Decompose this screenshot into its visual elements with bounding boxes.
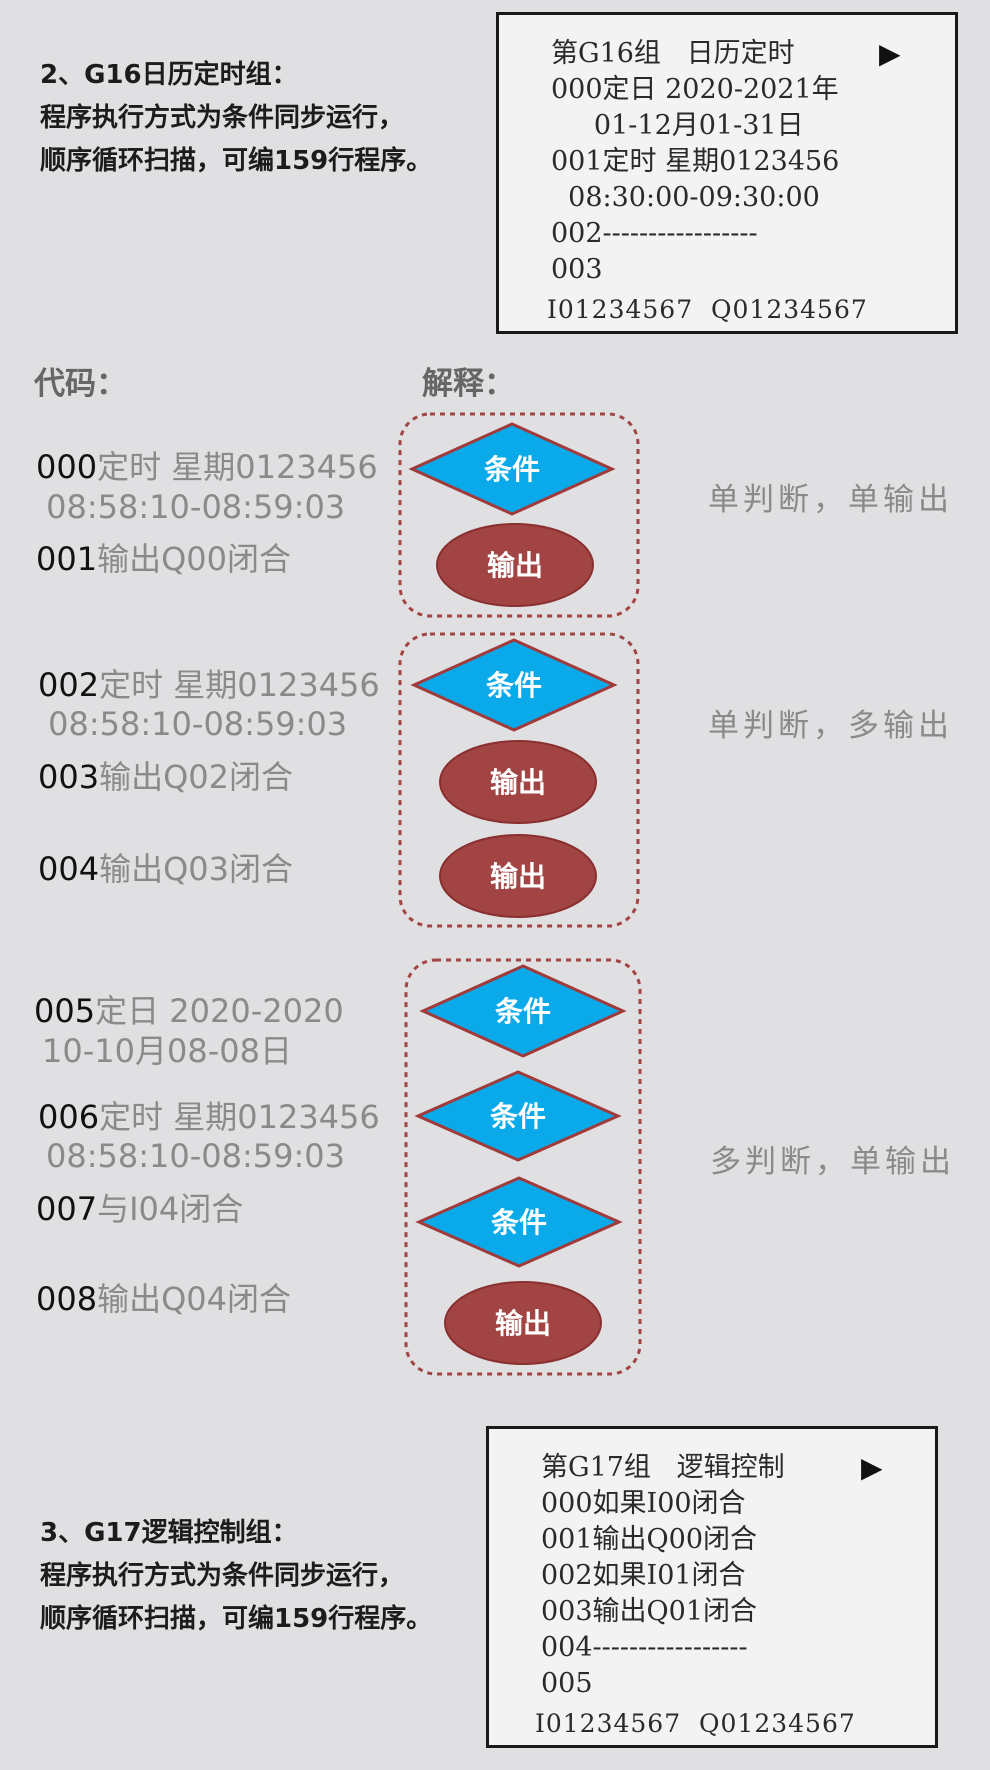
g17-intro-line-2: 顺序循环扫描，可编159行程序。 xyxy=(40,1604,433,1634)
code-line-004: 004输出Q03闭合 xyxy=(38,850,293,888)
lcd-line: 001输出Q00闭合 xyxy=(541,1524,758,1555)
condition-diamond: 条件 xyxy=(410,638,618,732)
group-description: 多判断，单输出 xyxy=(710,1144,955,1180)
group-box xyxy=(398,632,640,928)
code-line-001: 001输出Q00闭合 xyxy=(36,540,291,578)
code-number: 006 xyxy=(38,1098,100,1136)
lcd-line: 第G16组 日历定时 xyxy=(551,38,795,69)
code-line-008: 008输出Q04闭合 xyxy=(36,1280,291,1318)
condition-diamond: 条件 xyxy=(408,422,616,516)
group-description: 单判断，多输出 xyxy=(708,708,953,744)
code-number: 008 xyxy=(36,1280,98,1318)
lcd-line: 002如果I01闭合 xyxy=(541,1560,746,1591)
output-ellipse: 输出 xyxy=(439,834,597,918)
g16-intro-line-1: 程序执行方式为条件同步运行， xyxy=(40,103,405,133)
lcd-line: 004----------------- xyxy=(541,1632,748,1663)
code-line-007: 007与I04闭合 xyxy=(36,1190,243,1228)
lcd-line: 001定时 星期0123456 xyxy=(551,146,840,177)
code-text: 与I04闭合 xyxy=(97,1190,244,1228)
output-label: 输出 xyxy=(487,549,543,582)
code-line-002: 002定时 星期0123456 xyxy=(38,666,380,704)
output-ellipse: 输出 xyxy=(436,523,594,607)
lcd-line: 003 xyxy=(551,254,603,285)
lcd-line: 08:30:00-09:30:00 xyxy=(551,182,820,213)
g16-intro: 2、G16日历定时组： 程序执行方式为条件同步运行， 顺序循环扫描，可编159行… xyxy=(40,54,432,183)
lcd-line: 002----------------- xyxy=(551,218,758,249)
code-text: 输出Q04闭合 xyxy=(97,1280,291,1318)
code-line-006: 006定时 星期0123456 xyxy=(38,1098,380,1136)
code-number: 005 xyxy=(34,992,96,1030)
code-text: 输出Q00闭合 xyxy=(97,540,291,578)
code-number: 003 xyxy=(38,758,100,796)
condition-label: 条件 xyxy=(495,995,551,1028)
code-line-005: 005定日 2020-2020 xyxy=(34,992,344,1030)
condition-diamond: 条件 xyxy=(414,1070,622,1162)
g17-intro-title: 3、G17逻辑控制组： xyxy=(40,1518,298,1548)
code-number: 007 xyxy=(36,1190,98,1228)
lcd-line: 000定日 2020-2021年 xyxy=(551,74,839,105)
code-continuation: 08:58:10-08:59:03 xyxy=(46,1137,345,1175)
code-text: 定时 星期0123456 xyxy=(99,666,380,704)
g17-intro: 3、G17逻辑控制组： 程序执行方式为条件同步运行， 顺序循环扫描，可编159行… xyxy=(40,1512,432,1641)
code-continuation: 08:58:10-08:59:03 xyxy=(36,488,346,526)
code-line-003: 003输出Q02闭合 xyxy=(38,758,293,796)
code-number: 000 xyxy=(36,448,98,486)
output-label: 输出 xyxy=(490,860,546,893)
lcd-line: 01-12月01-31日 xyxy=(551,110,804,141)
output-ellipse: 输出 xyxy=(439,740,597,824)
lcd-line: 第G17组 逻辑控制 xyxy=(541,1452,785,1483)
code-text: 定日 2020-2020 xyxy=(95,992,344,1030)
code-number: 004 xyxy=(38,850,100,888)
group-description: 单判断，单输出 xyxy=(708,482,953,518)
output-label: 输出 xyxy=(490,766,546,799)
group-box xyxy=(404,958,642,1376)
lcd-line: 000如果I00闭合 xyxy=(541,1488,746,1519)
condition-label: 条件 xyxy=(491,1206,547,1239)
code-number: 002 xyxy=(38,666,100,704)
play-arrow-icon: ▶ xyxy=(879,37,901,70)
code-continuation: 10-10月08-08日 xyxy=(42,1032,292,1070)
group-box xyxy=(398,412,640,618)
code-line-000: 000定时 星期0123456 xyxy=(36,448,378,486)
output-label: 输出 xyxy=(495,1307,551,1340)
condition-label: 条件 xyxy=(484,453,540,486)
lcd-line: 003输出Q01闭合 xyxy=(541,1596,758,1627)
code-number: 001 xyxy=(36,540,98,578)
g17-lcd-screen: 第G17组 逻辑控制 ▶ 000如果I00闭合 001输出Q00闭合 002如果… xyxy=(486,1426,938,1748)
condition-diamond: 条件 xyxy=(415,1176,623,1268)
code-continuation: 08:58:10-08:59:03 xyxy=(38,705,348,743)
code-text: 输出Q02闭合 xyxy=(99,758,293,796)
g17-intro-line-1: 程序执行方式为条件同步运行， xyxy=(40,1561,405,1591)
explain-header: 解释： xyxy=(422,366,515,402)
code-text: 定时 星期0123456 xyxy=(99,1098,380,1136)
condition-diamond: 条件 xyxy=(419,964,627,1058)
code-header: 代码： xyxy=(34,366,127,402)
code-text: 定时 星期0123456 xyxy=(97,448,378,486)
output-ellipse: 输出 xyxy=(444,1281,602,1365)
g16-intro-title: 2、G16日历定时组： xyxy=(40,60,298,90)
code-text: 输出Q03闭合 xyxy=(99,850,293,888)
g16-lcd-screen: 第G16组 日历定时 ▶ 000定日 2020-2021年 01-12月01-3… xyxy=(496,12,958,334)
g16-intro-line-2: 顺序循环扫描，可编159行程序。 xyxy=(40,146,433,176)
lcd-io-status: I01234567 Q01234567 xyxy=(535,1709,856,1738)
lcd-line: 005 xyxy=(541,1668,593,1699)
condition-label: 条件 xyxy=(486,669,542,702)
play-arrow-icon: ▶ xyxy=(861,1451,883,1484)
condition-label: 条件 xyxy=(490,1100,546,1133)
lcd-io-status: I01234567 Q01234567 xyxy=(547,295,868,324)
